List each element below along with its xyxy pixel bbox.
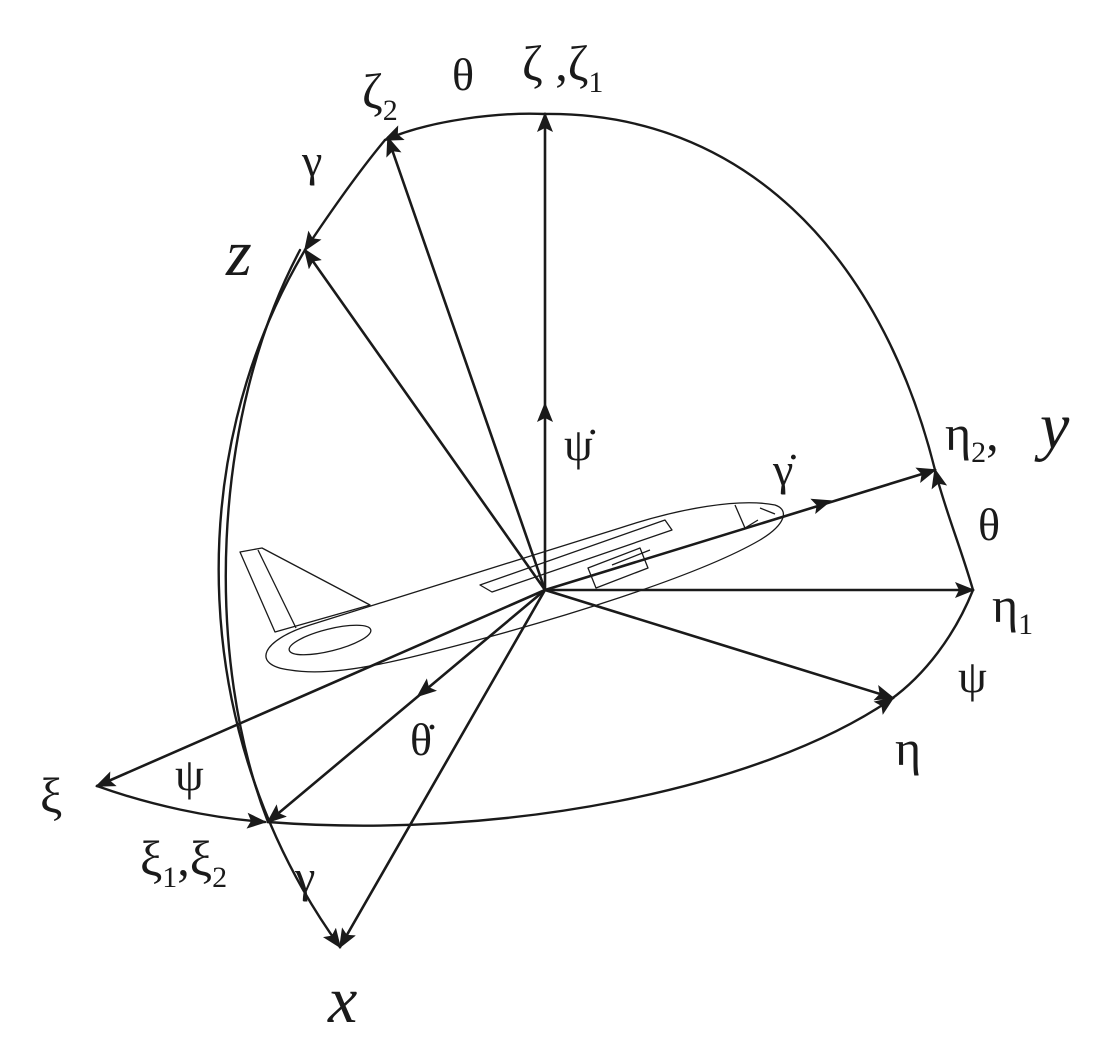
label-eta: η bbox=[895, 720, 921, 776]
arc-zeta2-to-z bbox=[303, 138, 387, 252]
vector-x bbox=[338, 588, 547, 949]
arc-eta1-to-eta2 bbox=[931, 468, 975, 592]
label-theta-top: θ bbox=[452, 49, 474, 100]
label-zeta2: ζ2 bbox=[362, 63, 398, 127]
vector-eta2-y bbox=[543, 467, 937, 592]
arc-xi1-to-eta bbox=[266, 696, 895, 827]
arc-xi1-great-circle bbox=[224, 248, 302, 824]
label-gamma-top: γ bbox=[301, 135, 322, 186]
label-psi-left: ψ bbox=[175, 749, 204, 800]
label-y-axis: y bbox=[1034, 390, 1070, 463]
label-theta-dot: θ̇ bbox=[410, 714, 435, 765]
vector-xi1 bbox=[266, 588, 547, 824]
vector-xi bbox=[95, 588, 547, 788]
arc-zeta-to-zeta2 bbox=[383, 112, 547, 142]
label-eta2-y: η2, bbox=[945, 405, 999, 469]
label-gamma-dot: γ̇ bbox=[772, 444, 796, 495]
arc-xi-to-xi1 bbox=[95, 784, 267, 829]
label-xi1-xi2: ξ1,ξ2 bbox=[140, 830, 227, 894]
label-z-axis: z bbox=[225, 217, 252, 290]
label-psi-right: ψ bbox=[958, 651, 987, 702]
label-psi-dot: ψ̇ bbox=[564, 419, 596, 470]
label-theta-right: θ bbox=[978, 499, 1000, 550]
label-eta1: η1 bbox=[992, 577, 1033, 641]
label-zeta-zeta1: ζ ,ζ1 bbox=[522, 35, 603, 99]
arc-eta-to-eta1 bbox=[888, 588, 975, 702]
vector-eta bbox=[543, 588, 895, 701]
label-x-axis: x bbox=[327, 964, 357, 1037]
label-gamma-bottom: γ bbox=[294, 851, 315, 902]
arc-zeta-to-eta2 bbox=[543, 112, 937, 472]
vector-zeta2 bbox=[386, 136, 547, 592]
vector-z bbox=[303, 248, 547, 592]
label-xi: ξ bbox=[40, 767, 62, 823]
